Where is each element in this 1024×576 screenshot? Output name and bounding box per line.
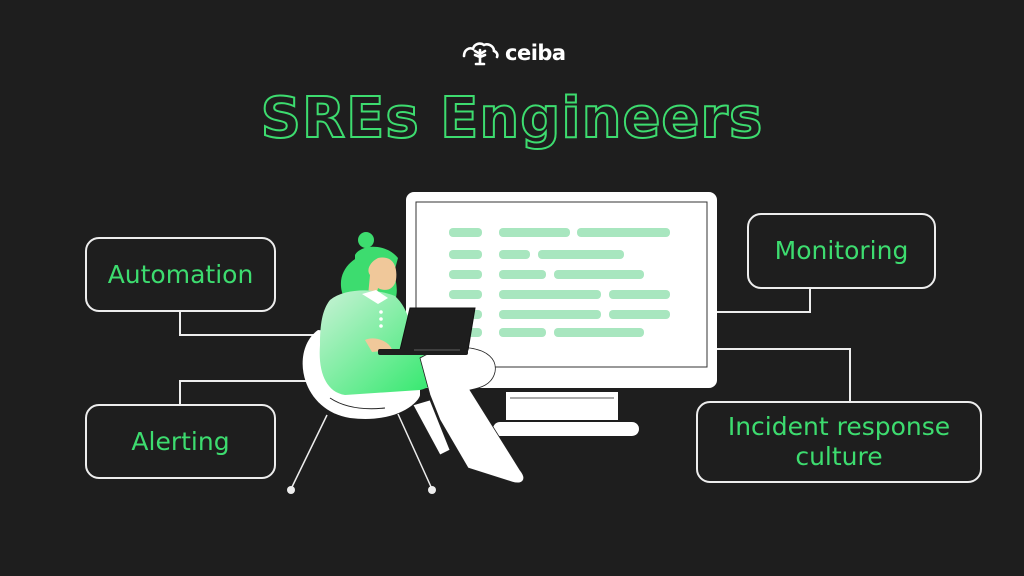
node-monitoring: Monitoring [747, 213, 936, 289]
node-alerting: Alerting [85, 404, 276, 479]
connector-incident [849, 348, 851, 403]
connector-monitoring [809, 287, 811, 313]
connector-monitoring [716, 311, 811, 313]
ceiba-logo: ceiba [461, 40, 566, 66]
page-title: SREs Engineers [260, 85, 764, 152]
node-automation: Automation [85, 237, 276, 312]
connector-automation [179, 334, 319, 336]
connector-alerting [179, 380, 314, 382]
logo-text: ceiba [505, 41, 566, 65]
connector-alerting [179, 380, 181, 406]
monitor-icon [406, 192, 717, 436]
connector-automation [179, 311, 181, 335]
connector-incident [716, 348, 851, 350]
node-incident-response: Incident response culture [696, 401, 982, 483]
cloud-tree-icon [462, 42, 499, 66]
laptop-icon [378, 307, 476, 355]
person-icon [319, 232, 525, 484]
